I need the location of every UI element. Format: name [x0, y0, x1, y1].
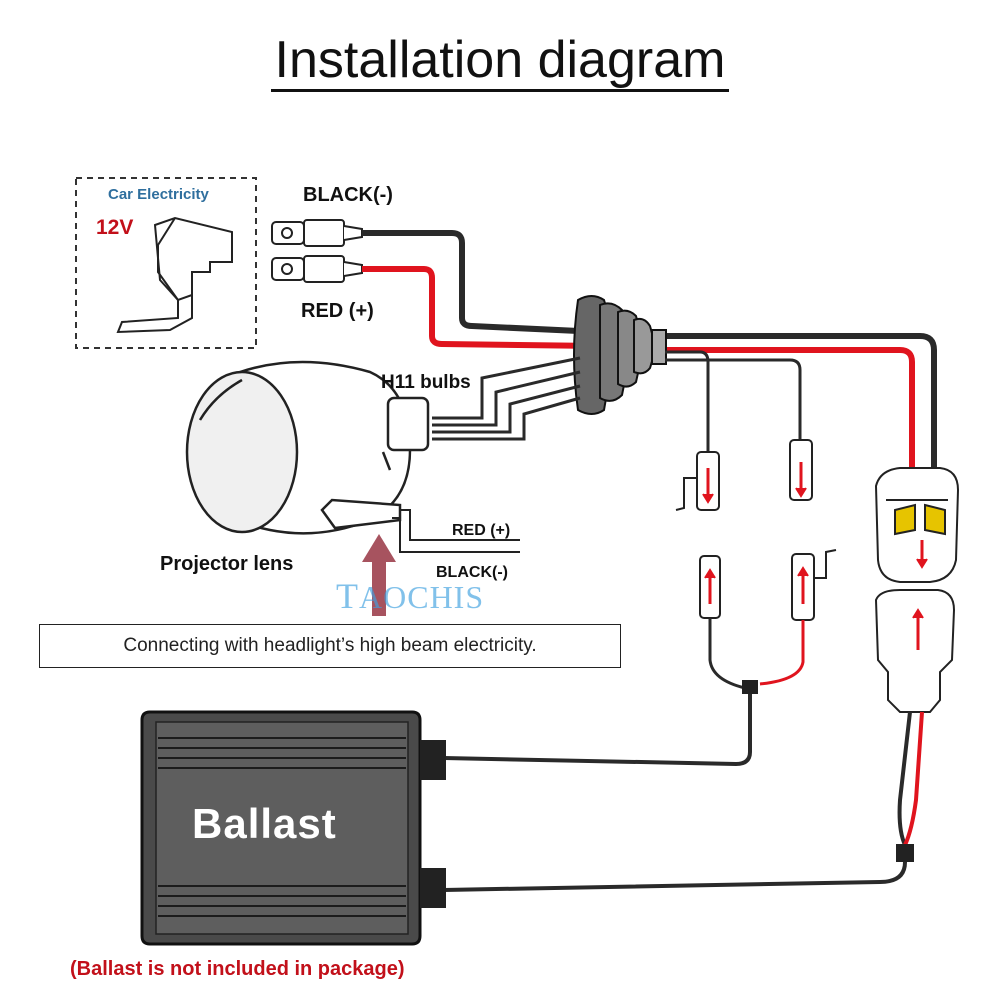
black-supply-wire [362, 230, 601, 335]
rubber-grommet [573, 295, 667, 415]
bulb-lead-wires [432, 350, 802, 452]
socket-connector-top [874, 467, 960, 583]
note-box: Connecting with headlight’s high beam el… [39, 624, 621, 668]
h11-bulbs-label: H11 bulbs [381, 372, 471, 393]
red-wire-label: RED (+) [301, 300, 374, 322]
car-electricity-label: Car Electricity [108, 186, 209, 203]
plug-right-to-junction [759, 620, 805, 686]
plug-bottom-right [791, 549, 837, 621]
footnote: (Ballast is not included in package) [70, 958, 405, 980]
watermark-first-letter: T [336, 576, 359, 616]
plug-top-left [675, 451, 720, 511]
projector-lens-label: Projector lens [160, 553, 294, 575]
ballast-output-wire [443, 861, 907, 892]
plug-left-to-junction [708, 618, 746, 690]
projector-lens [185, 360, 430, 535]
ballast-label: Ballast [192, 800, 337, 847]
watermark-arrow [362, 534, 396, 616]
page-title: Installation diagram [0, 30, 1000, 92]
car-voltage-label: 12V [96, 216, 134, 239]
red-supply-wire-right [650, 347, 915, 478]
lens-black-label: BLACK(-) [436, 564, 508, 581]
watermark: TAOCHIS [336, 575, 484, 617]
socket-red-wire [903, 711, 924, 846]
socket-black-wire [897, 711, 912, 846]
ballast-input-wire [443, 694, 752, 767]
black-supply-wire-right [650, 333, 937, 478]
wire-junction [742, 680, 758, 694]
note-text: Connecting with headlight’s high beam el… [123, 635, 537, 656]
car-electricity-box [75, 177, 257, 349]
watermark-rest: AOCHIS [359, 579, 485, 615]
car-connector-icon [116, 216, 233, 334]
red-supply-wire [362, 266, 601, 349]
socket-junction [896, 844, 914, 862]
black-terminal [271, 219, 363, 247]
projector-lead-wires [392, 509, 520, 553]
black-wire-label: BLACK(-) [303, 184, 393, 206]
plug-bottom-left [699, 555, 721, 619]
ballast-box [140, 710, 446, 946]
plug-top-right [789, 439, 813, 501]
lens-red-label: RED (+) [452, 522, 511, 539]
red-terminal [271, 255, 363, 283]
socket-connector-bottom [874, 589, 956, 713]
